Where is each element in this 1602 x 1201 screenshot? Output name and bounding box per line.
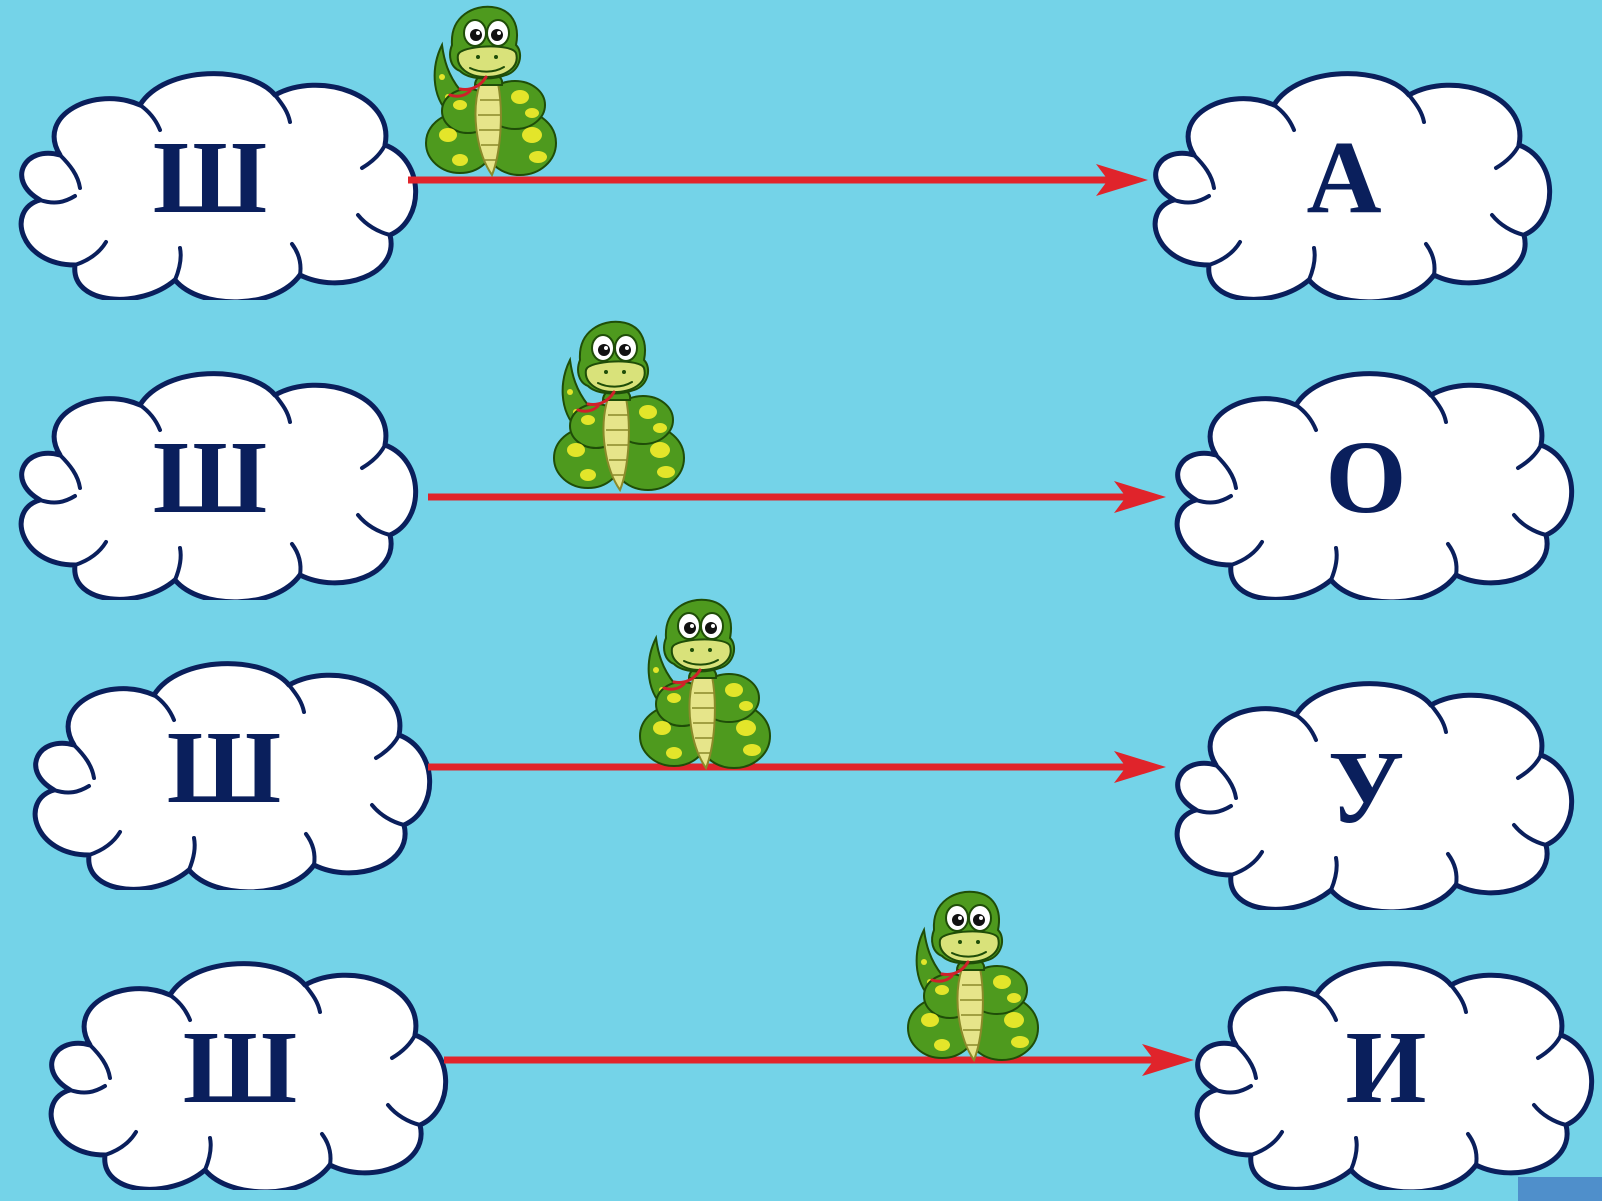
snake-2[interactable] <box>548 320 688 498</box>
left-letter: Ш <box>182 1009 298 1125</box>
left-letter: Ш <box>152 419 268 535</box>
right-letter: А <box>1306 119 1382 235</box>
snake-icon <box>902 890 1042 1068</box>
arrow-2 <box>428 477 1166 517</box>
arrow-right-icon <box>408 164 1148 196</box>
syllable-row-3: Ш У <box>0 650 1602 890</box>
right-cloud-3: У <box>1156 670 1576 910</box>
snake-icon <box>548 320 688 498</box>
snake-icon <box>634 598 774 776</box>
snake-4[interactable] <box>902 890 1042 1068</box>
left-cloud-1: Ш <box>0 60 420 300</box>
syllable-row-2: Ш О <box>0 360 1602 600</box>
arrow-1 <box>408 160 1148 200</box>
right-letter: О <box>1325 419 1407 535</box>
arrow-right-icon <box>428 481 1166 513</box>
snake-3[interactable] <box>634 598 774 776</box>
arrow-right-icon <box>428 751 1166 783</box>
syllable-row-4: Ш И <box>0 950 1602 1190</box>
left-cloud-3: Ш <box>14 650 434 890</box>
arrow-right-icon <box>444 1044 1194 1076</box>
syllable-row-1: Ш А <box>0 60 1602 300</box>
right-cloud-1: А <box>1134 60 1554 300</box>
snake-1[interactable] <box>420 5 560 183</box>
left-cloud-4: Ш <box>30 950 450 1190</box>
arrow-4 <box>444 1040 1194 1080</box>
corner-decoration <box>1518 1177 1602 1201</box>
left-letter: Ш <box>166 709 282 825</box>
arrow-3 <box>428 747 1166 787</box>
right-letter: У <box>1327 729 1405 845</box>
snake-icon <box>420 5 560 183</box>
right-letter: И <box>1345 1009 1427 1125</box>
left-cloud-2: Ш <box>0 360 420 600</box>
right-cloud-2: О <box>1156 360 1576 600</box>
left-letter: Ш <box>152 119 268 235</box>
right-cloud-4: И <box>1176 950 1596 1190</box>
